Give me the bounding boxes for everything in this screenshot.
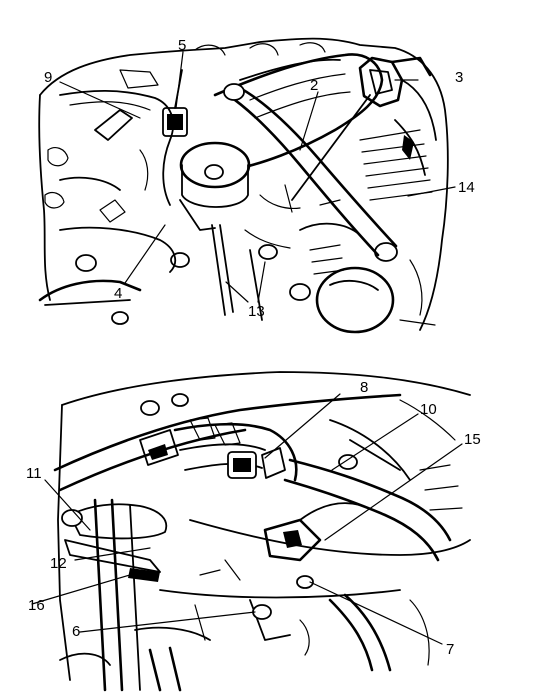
callout-4: 4 — [114, 285, 122, 302]
callout-2: 2 — [310, 77, 318, 94]
callout-8: 8 — [360, 379, 368, 396]
callout-6: 6 — [72, 623, 80, 640]
callout-15: 15 — [464, 431, 481, 448]
callout-12: 12 — [50, 555, 67, 572]
callout-14: 14 — [458, 179, 475, 196]
callout-5: 5 — [178, 37, 186, 54]
top-engine-illustration — [38, 37, 449, 334]
top-callout-labels: 9 5 2 3 14 4 13 — [44, 37, 475, 320]
bottom-leader-lines — [31, 393, 463, 645]
bottom-callout-labels: 8 10 15 11 12 16 6 7 — [26, 379, 481, 658]
top-leader-lines — [59, 51, 456, 303]
callout-9: 9 — [44, 69, 52, 86]
callout-13: 13 — [248, 303, 265, 320]
callout-10: 10 — [420, 401, 437, 418]
callout-3: 3 — [455, 69, 463, 86]
callout-7: 7 — [446, 641, 454, 658]
bottom-engine-illustration — [53, 371, 471, 692]
callout-16: 16 — [28, 597, 45, 614]
callout-11: 11 — [26, 465, 42, 482]
